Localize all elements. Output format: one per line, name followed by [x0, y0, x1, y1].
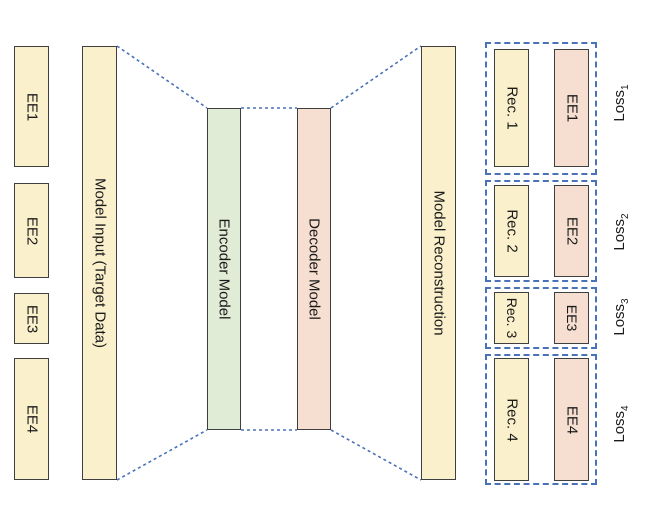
exit-target-2-label: EE2 — [563, 216, 580, 246]
exit-target-2: EE2 — [554, 185, 589, 277]
loss-1-base: Loss — [611, 89, 628, 122]
loss-label-4: Loss4 — [611, 405, 631, 442]
reconstruction-3: Rec. 3 — [494, 292, 529, 344]
model-input-box: Model Input (Target Data) — [82, 46, 117, 480]
loss-label-2: Loss2 — [611, 213, 631, 250]
exit-target-3-label: EE3 — [563, 304, 580, 332]
early-exit-1: EE1 — [14, 46, 49, 167]
loss-2-base: Loss — [611, 218, 628, 251]
exit-target-3: EE3 — [554, 292, 589, 344]
exit-target-1: EE1 — [554, 49, 589, 167]
loss-label-1: Loss1 — [611, 84, 631, 121]
loss-1-subscript: 1 — [620, 84, 631, 90]
input-to-encoder-bottom — [116, 429, 208, 481]
exit-target-1-label: EE1 — [563, 93, 580, 123]
early-exit-4-label: EE4 — [23, 404, 40, 434]
encoder-label: Encoder Model — [215, 218, 233, 320]
exit-target-4: EE4 — [554, 358, 589, 481]
loss-4-base: Loss — [611, 410, 628, 443]
input-to-encoder-top — [116, 45, 208, 109]
loss-3-subscript: 3 — [620, 298, 631, 304]
reconstruction-label: Model Reconstruction — [430, 190, 447, 336]
loss-group-2 — [485, 180, 597, 282]
reconstruction-2: Rec. 2 — [494, 185, 529, 277]
exit-target-4-label: EE4 — [563, 405, 580, 434]
decoder-label: Decoder Model — [305, 218, 323, 320]
loss-3-base: Loss — [611, 303, 628, 336]
early-exit-3-label: EE3 — [23, 304, 40, 333]
loss-4-subscript: 4 — [620, 405, 631, 411]
loss-group-1 — [485, 42, 597, 175]
reconstruction-2-label: Rec. 2 — [503, 209, 520, 253]
loss-label-3: Loss3 — [611, 298, 631, 335]
reconstruction-box: Model Reconstruction — [421, 46, 456, 480]
loss-2-subscript: 2 — [620, 213, 631, 219]
early-exit-2: EE2 — [14, 183, 49, 278]
reconstruction-4-label: Rec. 4 — [503, 397, 520, 442]
reconstruction-1: Rec. 1 — [494, 49, 529, 167]
loss-group-4 — [485, 354, 597, 485]
decoder-to-reconstruction-bottom — [330, 429, 422, 481]
reconstruction-1-label: Rec. 1 — [503, 86, 520, 130]
early-exit-3: EE3 — [14, 293, 49, 344]
reconstruction-4: Rec. 4 — [494, 358, 529, 481]
reconstruction-3-label: Rec. 3 — [503, 297, 520, 339]
model-input-label: Model Input (Target Data) — [91, 177, 108, 349]
decoder-to-reconstruction-top — [330, 45, 422, 109]
decoder-box: Decoder Model — [297, 108, 331, 430]
early-exit-1-label: EE1 — [23, 92, 40, 121]
early-exit-4: EE4 — [14, 358, 49, 480]
early-exit-2-label: EE2 — [23, 216, 40, 245]
encoder-box: Encoder Model — [207, 108, 241, 430]
loss-group-3 — [485, 287, 597, 349]
